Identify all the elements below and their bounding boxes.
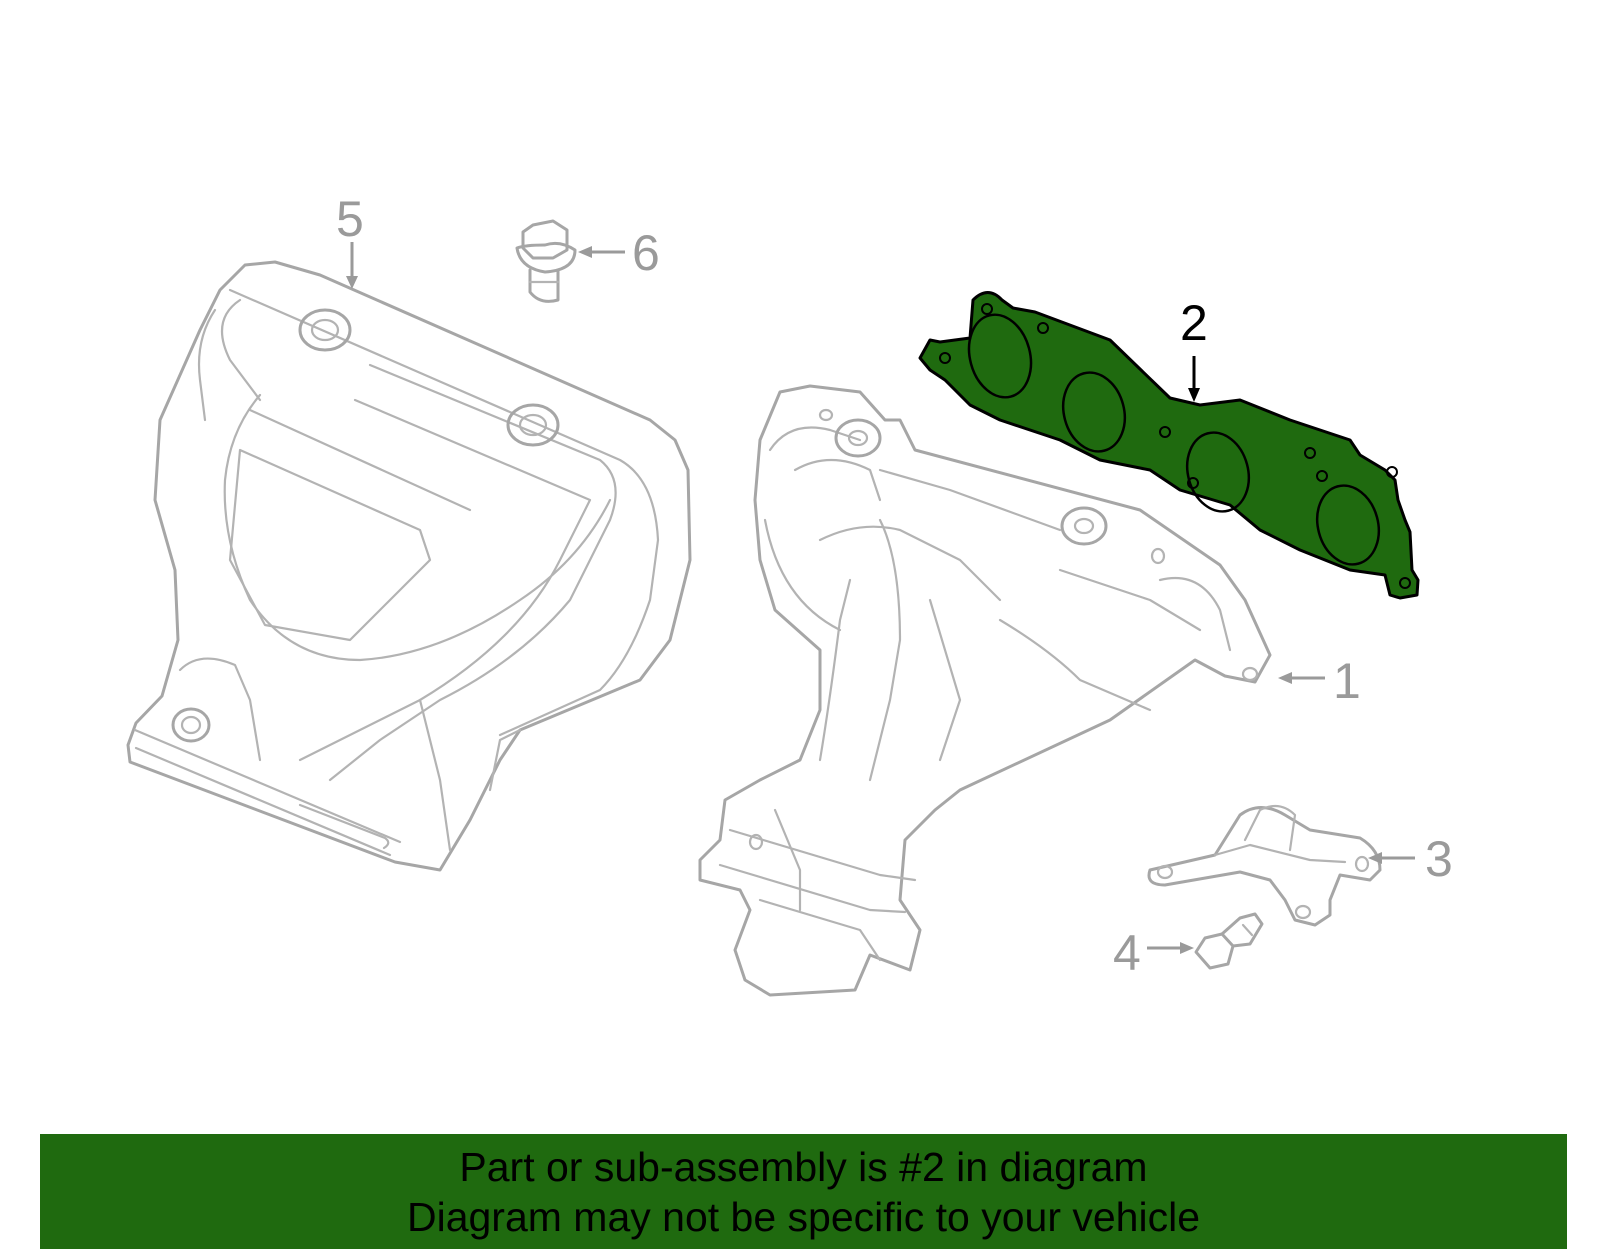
exhaust-manifold-part-1[interactable] [698,384,1272,997]
leader-line-1 [1278,672,1325,684]
callout-5: 5 [336,191,364,247]
callout-3: 3 [1425,831,1453,887]
leader-line-2 [1188,356,1200,402]
heat-shield-part-5[interactable] [126,260,692,872]
gasket-part-2[interactable] [918,291,1420,600]
leader-line-3 [1368,852,1415,864]
leader-line-5 [346,242,358,289]
leader-line-4 [1147,942,1194,954]
callout-4: 4 [1113,925,1141,981]
callout-6: 6 [632,225,660,281]
banner-line-2: Diagram may not be specific to your vehi… [406,1193,1200,1240]
info-banner: Part or sub-assembly is #2 in diagram Di… [40,1134,1567,1249]
banner-line-1: Part or sub-assembly is #2 in diagram [459,1143,1148,1190]
bolt-part-4[interactable] [1194,912,1264,970]
callout-2: 2 [1180,295,1208,351]
callout-1: 1 [1333,653,1361,709]
bolt-part-6[interactable] [515,219,577,303]
leader-line-6 [578,246,625,258]
bracket-part-3[interactable] [1147,804,1382,927]
